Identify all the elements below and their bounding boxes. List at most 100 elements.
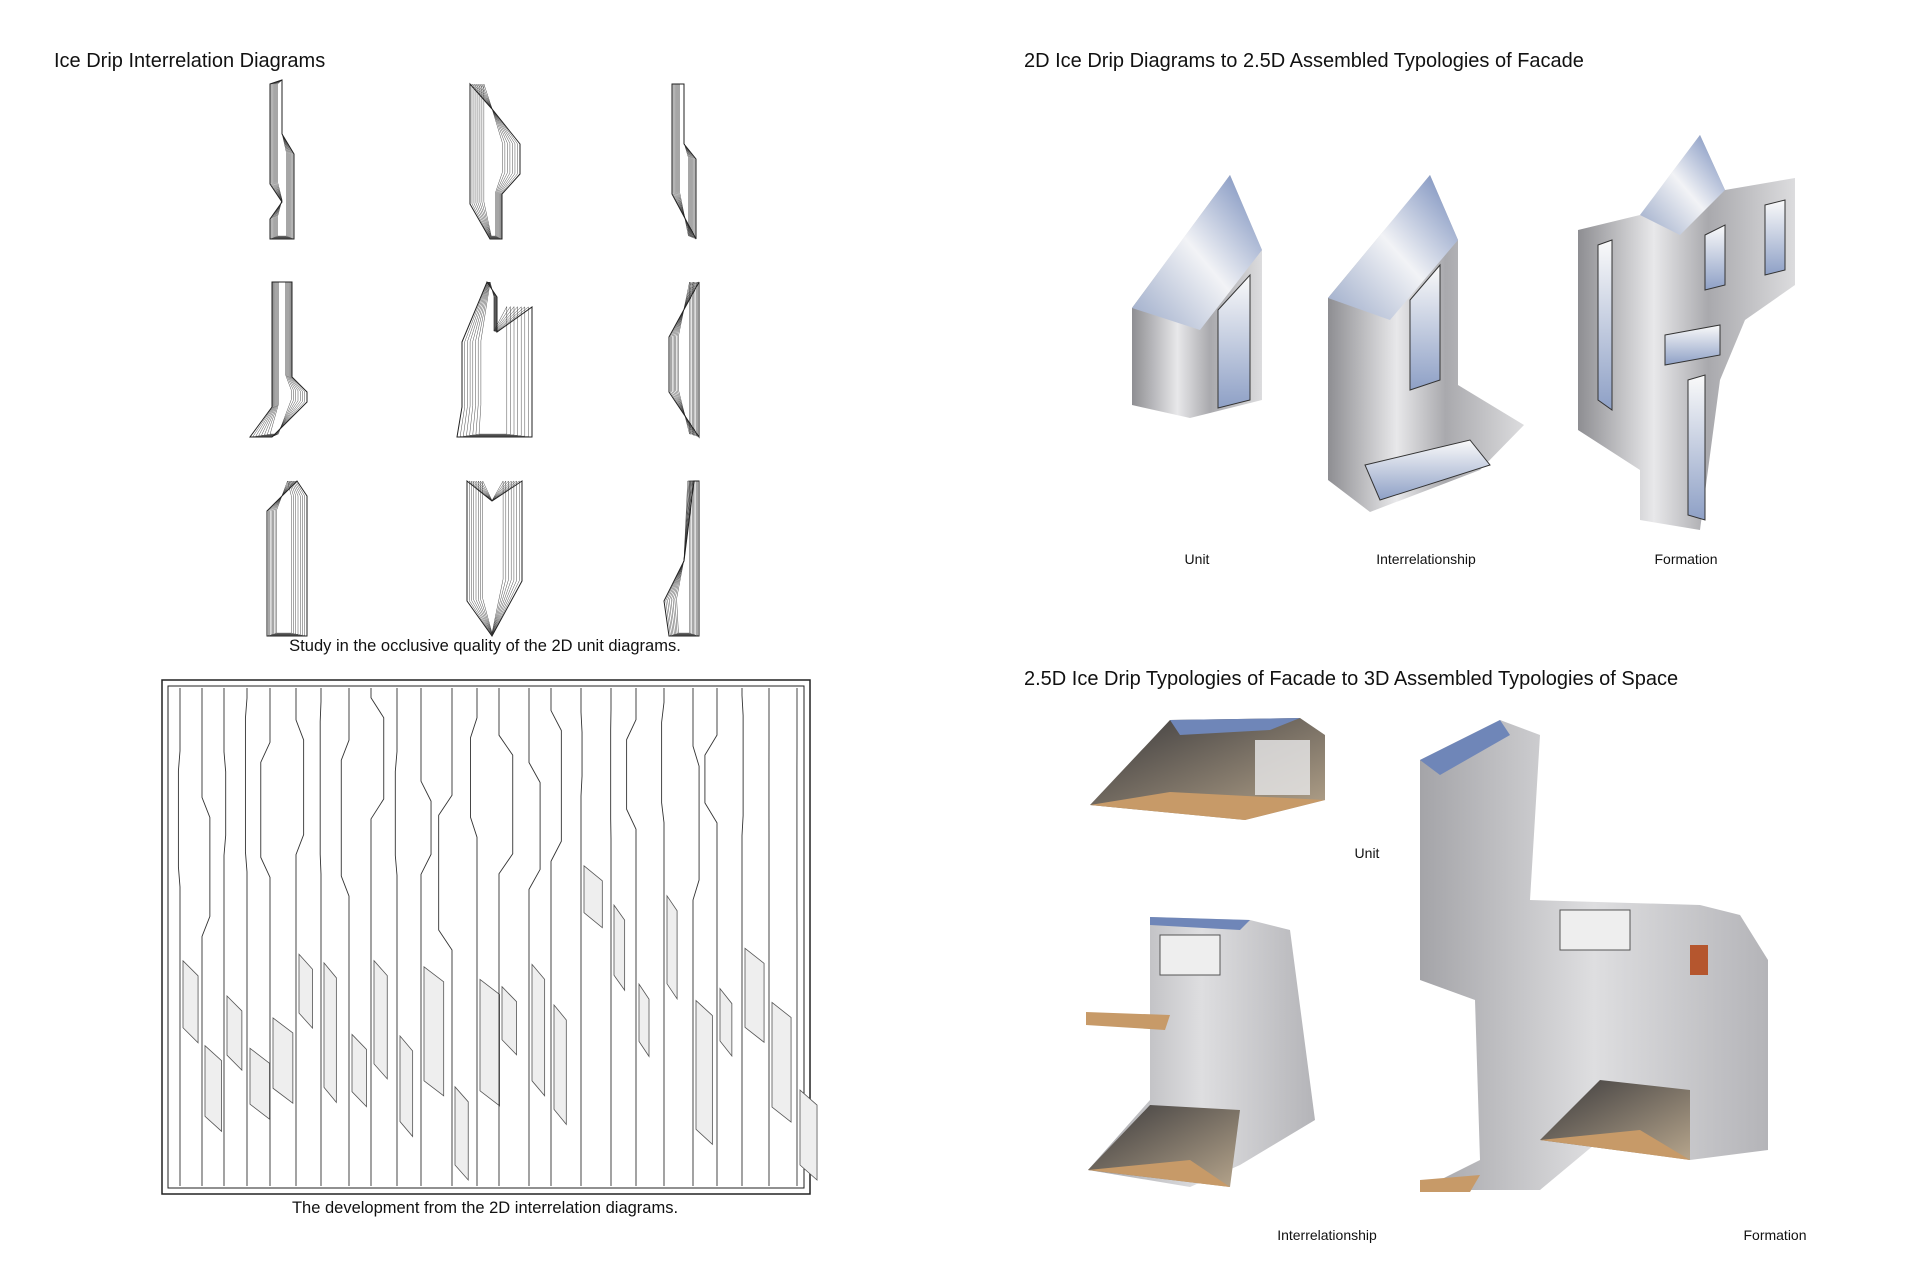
unit-diagram (671, 83, 697, 240)
pattern-line (692, 688, 700, 1186)
left-section-title: Ice Drip Interrelation Diagrams (54, 50, 326, 72)
interrelation-pattern (161, 679, 818, 1195)
pattern-cell (399, 1034, 414, 1138)
pattern-line (741, 688, 744, 1186)
pattern-inner-frame (167, 685, 805, 1189)
diagram-contour (477, 83, 511, 238)
pattern-cell (613, 903, 626, 992)
pattern-line (340, 688, 350, 1186)
diagram-contour (471, 83, 518, 239)
pattern-line (177, 688, 181, 1186)
pattern-line (394, 688, 398, 1186)
pattern-cell (479, 978, 500, 1107)
diagram-contour (261, 281, 299, 436)
diagram-contour (473, 83, 516, 239)
pattern-cell (182, 959, 199, 1044)
pattern-line (550, 688, 562, 1186)
diagram-contour (270, 480, 301, 635)
diagram-contour (675, 281, 693, 435)
pattern-cell (501, 985, 517, 1056)
diagram-contour (668, 281, 700, 439)
pattern-line (295, 688, 305, 1186)
diagram-contour (475, 83, 513, 238)
pattern-line (626, 688, 637, 1186)
diagram-contour (676, 281, 692, 435)
unit-diagram-grid (249, 79, 700, 637)
pattern-cell (226, 994, 243, 1072)
pattern-line (244, 688, 248, 1186)
diagram-contour (481, 83, 506, 237)
pattern-line (661, 688, 665, 1186)
diagram-contour (674, 281, 694, 436)
space-interrelationship-render (1086, 917, 1315, 1187)
pattern-line (260, 688, 271, 1186)
diagram-contour (273, 480, 296, 635)
pattern-cell (531, 963, 546, 1097)
diagram-contour (252, 281, 305, 437)
grid-caption: Study in the occlusive quality of the 2D… (289, 637, 681, 655)
facade-label-formation: Formation (1654, 551, 1718, 567)
diagram-contour (671, 281, 697, 437)
diagram-contour (276, 480, 292, 634)
diagram-contour (482, 480, 504, 634)
diagram-contour (676, 480, 690, 634)
pattern-cell (771, 1001, 792, 1123)
pattern-cell (583, 864, 603, 929)
diagram-contour (249, 281, 308, 438)
unit-diagram (456, 280, 533, 438)
facade-renders (1132, 135, 1795, 530)
unit-diagram (668, 281, 700, 439)
diagram-contour (272, 480, 299, 635)
unit-diagram (663, 480, 700, 637)
pattern-cell (323, 961, 337, 1104)
diagram-contour (255, 281, 303, 437)
pattern-line (704, 688, 718, 1186)
diagram-contour (670, 281, 698, 438)
diagram-contour (678, 281, 690, 435)
unit-diagram (266, 480, 308, 637)
space-section-title: 2.5D Ice Drip Typologies of Facade to 3D… (1024, 668, 1679, 690)
unit-diagram (469, 82, 521, 240)
diagram-contour (672, 281, 696, 436)
diagram-contour (269, 480, 303, 636)
pattern-line (223, 688, 227, 1186)
pattern-line (370, 688, 385, 1186)
unit-diagram (466, 479, 523, 637)
diagram-contour (469, 82, 521, 240)
pattern-cell (373, 959, 388, 1080)
facade-label-unit: Unit (1184, 551, 1210, 567)
diagram-contour (269, 281, 292, 435)
diagram-contour (483, 83, 503, 237)
diagram-contour (479, 83, 508, 238)
pattern-caption: The development from the 2D interrelatio… (291, 1199, 679, 1217)
pattern-cell (799, 1089, 818, 1181)
pattern-cell (695, 999, 713, 1146)
pattern-cell (454, 1085, 469, 1182)
diagram-contour (266, 281, 294, 435)
pattern-line (528, 688, 541, 1186)
diagram-contour (268, 480, 305, 636)
facade-section-title: 2D Ice Drip Diagrams to 2.5D Assembled T… (1024, 50, 1584, 72)
facade-interrelationship-render (1328, 175, 1524, 512)
pattern-cell (298, 953, 313, 1030)
diagram-contour (264, 281, 296, 436)
space-unit-render (1090, 718, 1325, 820)
space-label-interrelationship: Interrelationship (1277, 1227, 1377, 1243)
diagram-contour (679, 83, 689, 237)
diagram-contour (274, 480, 294, 634)
pattern-line (420, 688, 432, 1186)
pattern-cell (272, 1017, 294, 1105)
pattern-line (498, 688, 514, 1186)
pattern-cell (719, 987, 733, 1058)
space-formation-render (1420, 720, 1768, 1192)
pattern-line (470, 688, 478, 1186)
pattern-cell (666, 894, 678, 1001)
pattern-cell (638, 982, 650, 1058)
pattern-line (201, 688, 211, 1186)
pattern-line (580, 688, 583, 1186)
diagram-contour (258, 281, 301, 436)
facade-unit-render (1132, 175, 1262, 418)
pattern-cell (744, 947, 765, 1044)
facade-label-interrelationship: Interrelationship (1376, 551, 1476, 567)
